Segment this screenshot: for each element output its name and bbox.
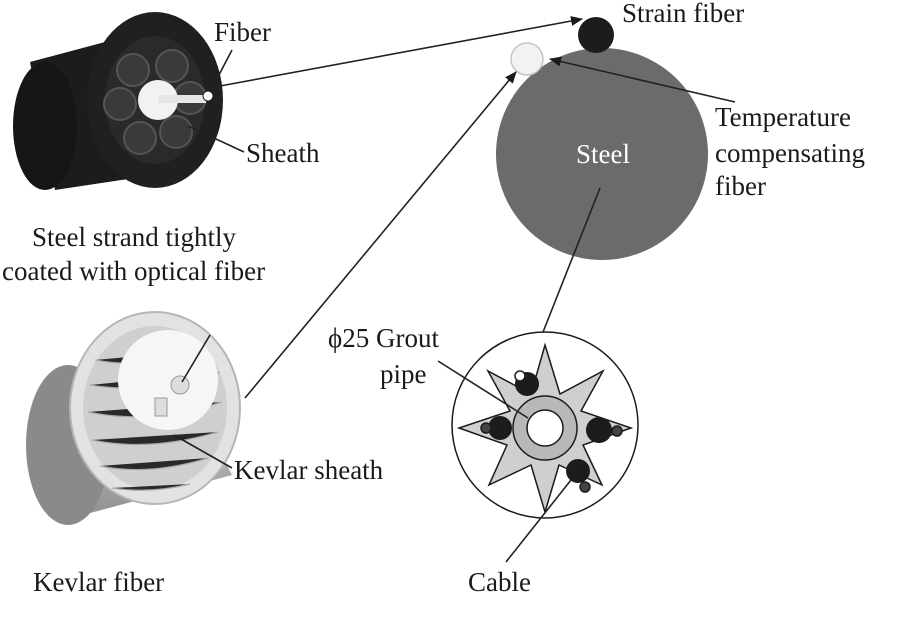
arrow-kevlar-to-temperature-fiber — [244, 71, 517, 399]
cable-strand-left-fiber — [480, 422, 492, 434]
leader-grout-pipe — [437, 360, 529, 419]
label-kevlar-sheath: Kevlar sheath — [234, 455, 384, 485]
kevlar-core-tube — [154, 397, 168, 417]
label-strain-fiber: Strain fiber — [622, 0, 744, 28]
leader-fiber — [209, 49, 233, 93]
label-grout-line2: pipe — [380, 359, 427, 389]
label-sheath: Sheath — [246, 138, 320, 168]
arrow-strand-to-strain-fiber — [219, 16, 583, 87]
cable-strand-top-fiber — [514, 370, 526, 382]
label-steel: Steel — [576, 139, 630, 169]
label-kevlar-fiber: Kevlar fiber — [33, 567, 164, 597]
cable-strand-left — [488, 416, 512, 440]
leader-cable — [505, 479, 572, 563]
grout-pipe-inner — [526, 409, 564, 447]
label-fiber: Fiber — [214, 17, 271, 47]
leader-kevlar-sheath — [173, 434, 233, 469]
steel-circle — [496, 48, 708, 260]
kevlar-inner-core — [118, 330, 218, 430]
strain-fiber-dot — [578, 17, 614, 53]
arrow-label-to-temperature-fiber — [549, 56, 736, 103]
label-steel-strand-line1: Steel strand tightly — [32, 222, 236, 252]
leader-sheath — [187, 125, 245, 153]
temperature-fiber-dot — [510, 42, 544, 76]
kevlar-core-fiber — [170, 375, 190, 395]
label-cable: Cable — [468, 567, 531, 597]
cable-strand-bottom — [566, 459, 590, 483]
label-grout-line1: ϕ25 Grout — [328, 323, 439, 353]
cable-strand-bottom-fiber — [579, 481, 591, 493]
kevlar-cylinder — [26, 311, 241, 525]
leader-kevlar-core — [181, 334, 211, 383]
embedded-fiber — [202, 90, 214, 102]
label-temperature-line1: Temperature — [715, 102, 851, 132]
cable-strand-right — [586, 417, 612, 443]
fiber-groove — [158, 95, 206, 103]
label-steel-strand-line2: coated with optical fiber — [2, 256, 265, 286]
cable-cross-section — [451, 331, 639, 519]
label-temperature-line3: fiber — [715, 171, 766, 201]
steel-strand-cylinder — [13, 12, 223, 190]
cable-strand-right-fiber — [611, 425, 623, 437]
label-temperature-line2: compensating — [715, 138, 865, 168]
